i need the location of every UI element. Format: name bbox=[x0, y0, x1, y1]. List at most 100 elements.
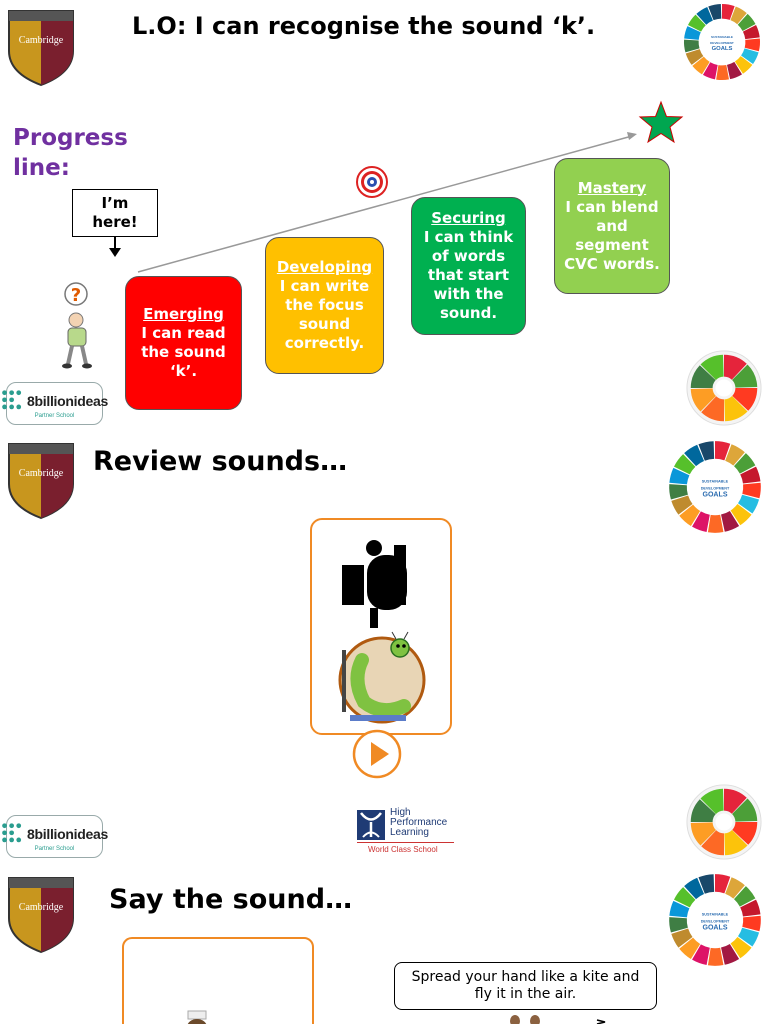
sdg-segment bbox=[684, 26, 701, 40]
partner-name: 8billionideas bbox=[27, 392, 108, 409]
sdg-segment bbox=[744, 38, 761, 52]
hpl-line3: Learning bbox=[390, 827, 429, 838]
sdg-segment bbox=[730, 936, 752, 959]
sdg-segment bbox=[692, 56, 710, 75]
sdg-segment bbox=[679, 504, 701, 526]
progress-line-label: Progress line: bbox=[13, 125, 128, 181]
sdg-segment bbox=[725, 877, 745, 899]
sound-flashcard[interactable] bbox=[310, 518, 452, 735]
sdg-segment bbox=[701, 830, 724, 856]
sdg-segment bbox=[730, 6, 747, 25]
partner-subtitle: Partner School bbox=[34, 845, 75, 852]
sdg-segment bbox=[742, 482, 761, 499]
sdg-segment bbox=[700, 354, 724, 380]
sdg-segment bbox=[721, 510, 740, 532]
page-title: L.O: I can recognise the sound ‘k’. bbox=[132, 12, 596, 40]
stage-card-mastery: Mastery I can blend and segment CVC word… bbox=[554, 158, 670, 294]
sdg-logo-text: SUSTAINABLE bbox=[702, 479, 729, 483]
stage-description: I can read the sound ‘k’. bbox=[141, 324, 226, 380]
sdg-segment bbox=[671, 495, 693, 515]
sdg-segment bbox=[690, 388, 716, 412]
sdg-segment bbox=[696, 6, 713, 25]
instruction-box: Spread your hand like a kite and fly it … bbox=[394, 962, 657, 1010]
confused-person-illustration: ? bbox=[62, 282, 92, 369]
partner-name: 8billionideas bbox=[27, 825, 108, 842]
sound-card[interactable] bbox=[122, 937, 314, 1024]
hpl-line2: Performance bbox=[390, 817, 448, 828]
im-here-callout: I’m here! bbox=[72, 189, 158, 237]
sdg-logo-text: GOALS bbox=[702, 491, 727, 498]
instruction-text: Spread your hand like a kite and fly it … bbox=[411, 969, 640, 1002]
progress-arrow-line bbox=[137, 132, 637, 273]
stage-description: I can think of words that start with the… bbox=[423, 228, 514, 322]
sdg-segment bbox=[698, 441, 715, 461]
sdg-segment bbox=[715, 441, 731, 461]
play-button[interactable] bbox=[352, 729, 402, 779]
stage-name: Mastery bbox=[577, 178, 647, 197]
sdg-logo-text: DEVELOPMENT bbox=[710, 41, 734, 45]
sdg-segment bbox=[732, 388, 758, 411]
sdg-segment bbox=[707, 947, 724, 966]
sdg-segment bbox=[692, 511, 710, 533]
stage-name: Securing bbox=[431, 209, 506, 227]
sdg-segment bbox=[669, 467, 690, 485]
sdg-logo-text: SUSTAINABLE bbox=[702, 912, 729, 916]
stage-card-securing: Securing I can think of words that start… bbox=[411, 197, 526, 335]
svg-text:?: ? bbox=[71, 285, 81, 306]
sdg-segment bbox=[700, 788, 724, 814]
sdg-segment bbox=[742, 25, 760, 40]
chef-hat-icon bbox=[187, 1010, 207, 1024]
sdg-segment bbox=[685, 49, 704, 65]
stage-description: I can blend and segment CVC words. bbox=[564, 197, 660, 273]
partner-subtitle: Partner School bbox=[34, 412, 75, 419]
sdg-segment bbox=[737, 13, 756, 31]
stage-card-developing: Developing I can write the focus sound c… bbox=[265, 237, 384, 374]
sdg-segment bbox=[684, 444, 705, 467]
stage-name: Emerging bbox=[143, 305, 224, 323]
stage-card-emerging: Emerging I can read the sound ‘k’. bbox=[125, 276, 242, 410]
sdg-segment bbox=[724, 788, 747, 814]
hand-kite-illustration bbox=[510, 1015, 606, 1024]
cambridge-shield-logo: Cambridge bbox=[7, 440, 75, 520]
sdg-segment bbox=[716, 65, 729, 81]
section-title: Say the sound… bbox=[109, 884, 353, 915]
sdg-logo-text: GOALS bbox=[712, 46, 733, 52]
sdg-segment bbox=[690, 365, 716, 388]
sdg-segment bbox=[732, 364, 758, 388]
stage-description: I can write the focus sound correctly. bbox=[279, 277, 370, 352]
sdg-segment bbox=[702, 62, 718, 80]
sdg-segment bbox=[724, 354, 747, 380]
sdg-segment bbox=[671, 928, 693, 948]
sdg-icons-wheel bbox=[686, 350, 762, 426]
stage-name: Developing bbox=[276, 258, 373, 276]
sdg-segment bbox=[730, 503, 752, 526]
down-arrow-icon bbox=[109, 236, 121, 257]
sdg-segment bbox=[738, 494, 760, 514]
sdg-segment bbox=[673, 887, 696, 908]
hpl-tagline: World Class School bbox=[368, 845, 438, 854]
dots-logo-icon bbox=[2, 389, 22, 409]
sdg-segment bbox=[734, 56, 753, 74]
star-icon bbox=[638, 100, 684, 144]
sdg-segment bbox=[724, 396, 748, 422]
sdg-icons-wheel bbox=[686, 784, 762, 860]
sdg-segment bbox=[722, 3, 735, 20]
sdg-segment bbox=[740, 466, 761, 484]
sdg-segment bbox=[732, 822, 758, 845]
sdg-segment bbox=[708, 3, 722, 21]
8billionideas-partner-logo: 8billionideas Partner School bbox=[2, 815, 108, 858]
sdg-segment bbox=[741, 48, 759, 64]
sdg-segment bbox=[698, 874, 715, 894]
shield-text: Cambridge bbox=[19, 468, 64, 479]
sdg-segment bbox=[692, 944, 710, 966]
sdg-segment bbox=[715, 874, 731, 894]
sdg-logo-text: SUSTAINABLE bbox=[711, 35, 733, 39]
shield-text: Cambridge bbox=[19, 902, 64, 913]
sdg-logo-text: DEVELOPMENT bbox=[701, 919, 730, 923]
section-title: Review sounds… bbox=[93, 446, 348, 477]
cambridge-shield-logo: Cambridge bbox=[7, 7, 75, 87]
sdg-segment bbox=[690, 822, 716, 846]
cambridge-shield-logo: Cambridge bbox=[7, 874, 75, 954]
sdg-segment bbox=[701, 396, 724, 422]
